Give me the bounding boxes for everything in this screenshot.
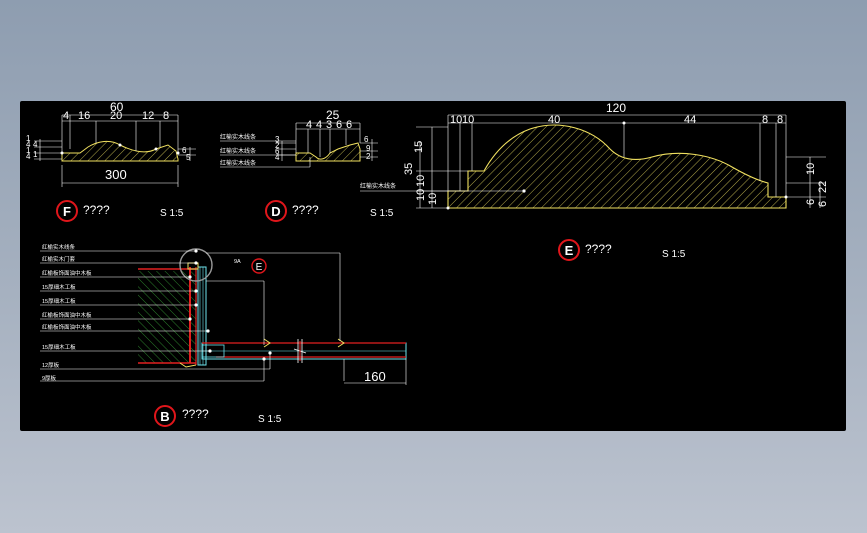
detail-f-marker [56, 200, 78, 222]
d-dim-6b: 6 [346, 119, 352, 131]
b-callout-prefix: 9A [234, 259, 241, 265]
f-dim-left-4: 4 [26, 152, 31, 161]
f-dim-16: 16 [78, 110, 90, 122]
b-callout-letter: E [256, 262, 263, 273]
d-label-3: 红榆实木线条 [220, 159, 256, 167]
d-dim-left-6: 6 [275, 147, 280, 156]
f-dim-20: 20 [110, 110, 122, 122]
d-label-1: 红榆实木线条 [220, 133, 256, 141]
f-dim-left-1: 1 [26, 134, 31, 143]
b-label-8: 15厚细木工板 [42, 343, 76, 351]
d-dim-25: 25 [326, 108, 340, 122]
e-dim-right-6b: 6 [817, 201, 829, 207]
e-dim-right-10: 10 [805, 163, 817, 175]
f-dim-8: 8 [163, 110, 169, 122]
d-dim-right-6: 6 [364, 135, 369, 144]
e-dim-left-35: 35 [403, 163, 415, 175]
detail-e-name: ???? [585, 242, 612, 256]
e-dim-left-10b: 10 [415, 189, 427, 201]
detail-b-scale: S 1:5 [258, 414, 282, 425]
e-label: 红榆实木线条 [360, 182, 396, 190]
detail-e-marker [558, 239, 580, 261]
d-dim-4a: 4 [306, 119, 312, 131]
f-dim-12: 12 [142, 110, 154, 122]
e-dim-left-10a: 10 [415, 175, 427, 187]
f-dim-left-3: 1 [26, 146, 31, 155]
f-dim-left-6: 1 [33, 150, 38, 159]
detail-b-letter: B [160, 409, 169, 424]
drawing-viewport[interactable]: 60 4 16 20 12 8 300 1 4 1 4 4 1 6 5 F ??… [20, 101, 846, 431]
e-dim-10b: 10 [462, 114, 474, 126]
d-dim-right-9: 9 [366, 144, 371, 153]
detail-f-title: F ???? S 1:5 [56, 200, 184, 222]
b-label-5: 15厚细木工板 [42, 297, 76, 305]
detail-e-title: E ???? S 1:5 [558, 239, 686, 261]
d-dim-3: 3 [326, 119, 332, 131]
b-label-4: 15厚细木工板 [42, 283, 76, 291]
b-label-1: 红榆实木线条 [42, 243, 76, 251]
f-dim-left-2: 4 [26, 140, 31, 149]
b-callout-marker [251, 258, 267, 274]
f-dim-4: 4 [63, 110, 69, 122]
b-label-9: 12厚板 [42, 361, 60, 369]
detail-e-profile: 120 10 10 40 44 8 8 15 35 10 10 10 10 22… [360, 101, 829, 210]
b-label-3: 红榆板饰面油中木板 [42, 269, 92, 277]
b-label-6: 红榆板饰面油中木板 [42, 311, 92, 319]
detail-f-name: ???? [83, 203, 110, 217]
d-dim-left-2: 2 [275, 141, 280, 150]
detail-f-scale: S 1:5 [160, 208, 184, 219]
d-dim-left-3: 3 [275, 135, 280, 144]
detail-b-callout-circle [179, 248, 213, 282]
detail-f-profile: 60 4 16 20 12 8 300 1 4 1 4 4 1 6 5 [26, 101, 196, 187]
detail-e-scale: S 1:5 [662, 249, 686, 260]
e-dim-right-6a: 6 [805, 199, 817, 205]
b-label-10: 9厚板 [42, 374, 57, 382]
d-dim-left-4: 4 [275, 153, 280, 162]
d-dim-right-2: 2 [366, 152, 371, 161]
detail-d-marker [265, 200, 287, 222]
detail-f-letter: F [63, 204, 71, 219]
detail-b-title: B ???? S 1:5 [154, 405, 282, 427]
d-label-2: 红榆实木线条 [220, 147, 256, 155]
d-dim-4b: 4 [316, 119, 322, 131]
e-dim-right-22: 22 [817, 181, 829, 193]
detail-d-profile: 25 4 4 3 6 6 3 2 6 4 6 9 2 红榆实木线条 红榆实木线条… [220, 108, 378, 168]
detail-e-letter: E [565, 243, 574, 258]
e-dim-8a: 8 [762, 114, 768, 126]
f-dim-60: 60 [110, 101, 124, 114]
b-label-2: 红榆实木门套 [42, 255, 76, 263]
detail-d-title: D ???? S 1:5 [265, 200, 394, 222]
e-dim-8b: 8 [777, 114, 783, 126]
f-dim-300: 300 [105, 167, 127, 182]
e-dim-120: 120 [606, 101, 626, 115]
e-dim-left-15: 15 [413, 141, 425, 153]
e-dim-left-10c: 10 [427, 193, 439, 205]
detail-b-section: 红榆实木线条 红榆实木门套 红榆板饰面油中木板 15厚细木工板 15厚细木工板 … [40, 243, 407, 385]
d-dim-6a: 6 [336, 119, 342, 131]
e-dim-10a: 10 [450, 114, 462, 126]
detail-d-name: ???? [292, 203, 319, 217]
f-dim-left-5: 4 [33, 140, 38, 149]
b-dim-160: 160 [364, 369, 386, 384]
detail-b-name: ???? [182, 407, 209, 421]
detail-d-scale: S 1:5 [370, 208, 394, 219]
cad-drawing: 60 4 16 20 12 8 300 1 4 1 4 4 1 6 5 F ??… [26, 101, 829, 427]
f-dim-right-5: 5 [186, 153, 191, 162]
detail-b-marker [154, 405, 176, 427]
e-dim-44: 44 [684, 114, 696, 126]
b-label-7: 红榆板饰面油中木板 [42, 323, 92, 331]
e-dim-40: 40 [548, 114, 560, 126]
detail-d-letter: D [271, 204, 280, 219]
f-dim-right-6: 6 [182, 146, 187, 155]
